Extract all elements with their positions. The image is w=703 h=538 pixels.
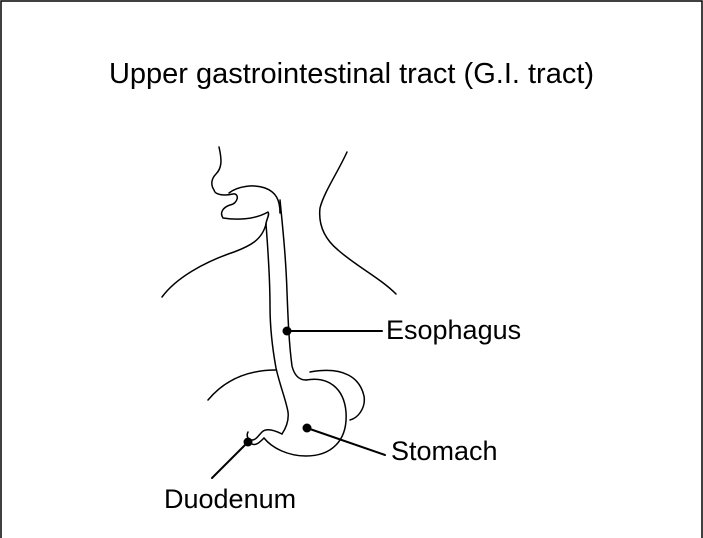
duodenum-pointer-dot: [244, 438, 253, 447]
face-profile: [212, 147, 269, 224]
neck-front: [162, 224, 266, 297]
duodenum-leader-line: [212, 442, 248, 478]
esophagus-pointer-dot: [283, 327, 292, 336]
stomach-body: [264, 379, 346, 456]
neck-back: [320, 152, 396, 294]
esophagus-right-wall: [280, 200, 306, 380]
duodenum-label: Duodenum: [164, 484, 296, 515]
stomach-leader-line: [307, 428, 385, 455]
stomach-label: Stomach: [391, 436, 498, 467]
stomach-pointer-dot: [303, 424, 312, 433]
esophagus-label: Esophagus: [386, 315, 521, 346]
